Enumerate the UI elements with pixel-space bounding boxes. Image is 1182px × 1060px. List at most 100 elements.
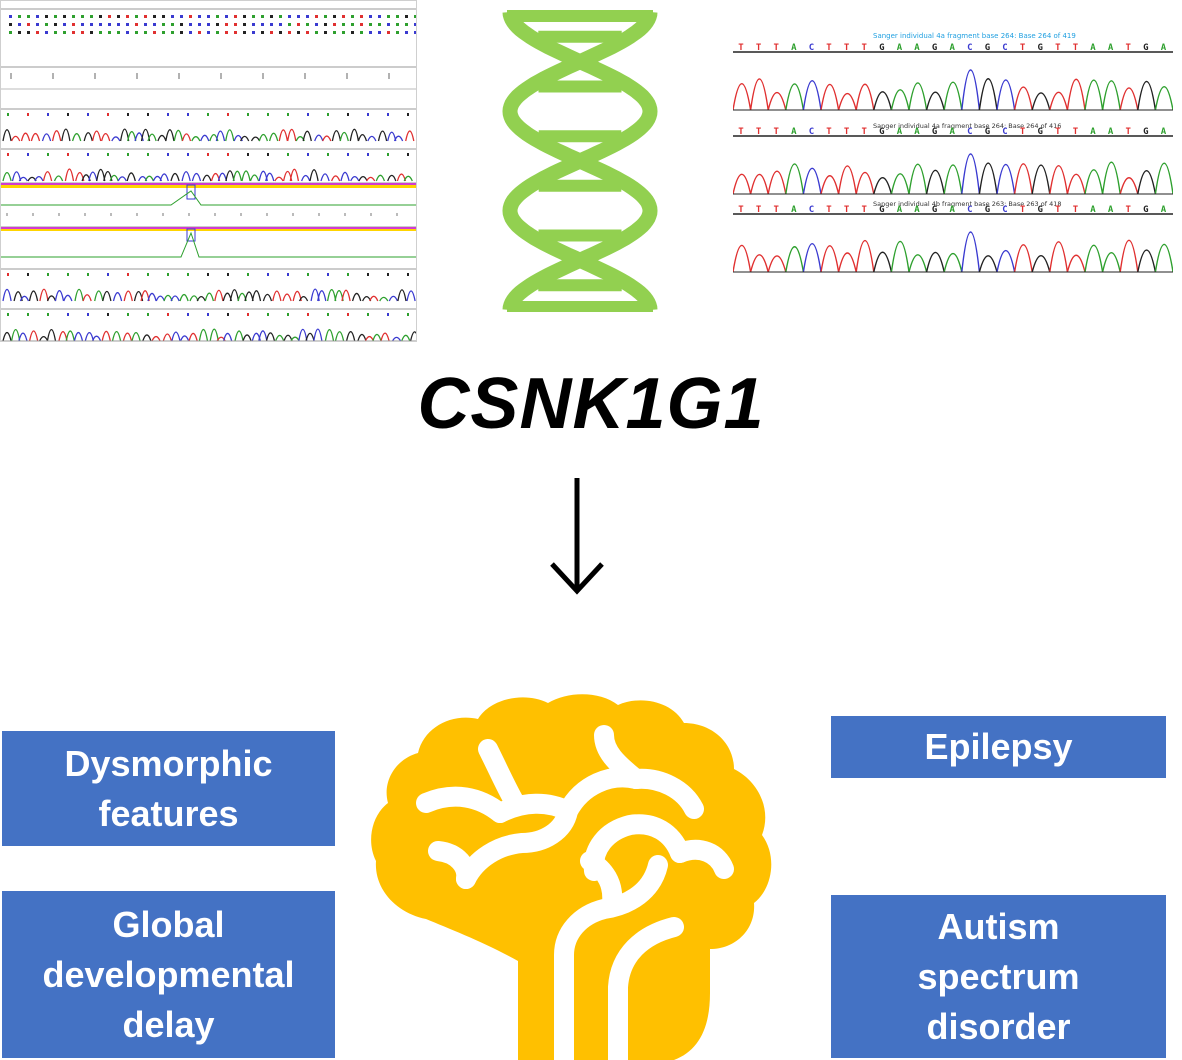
trace-peak <box>225 129 235 142</box>
base-dot <box>315 15 318 18</box>
trace-peak <box>74 288 84 302</box>
base-call: A <box>1090 205 1096 215</box>
trace-peak <box>272 290 282 302</box>
base-call: T <box>1126 205 1132 215</box>
base-call: T <box>738 127 744 137</box>
base-dot <box>127 273 129 276</box>
sanger-peak <box>749 78 769 111</box>
base-dot <box>247 113 249 116</box>
trace-peak <box>388 295 398 302</box>
base-dot <box>162 31 165 34</box>
sanger-peak <box>908 82 928 111</box>
highlight-bar <box>1 227 416 229</box>
sanger-peak <box>802 243 822 273</box>
base-dot <box>315 31 318 34</box>
trace-peak <box>173 129 184 142</box>
trace-peak <box>28 330 39 341</box>
trace-peak <box>65 330 75 341</box>
sanger-peak <box>978 255 998 273</box>
trace-peak <box>84 331 95 341</box>
sanger-peak <box>1101 80 1121 111</box>
base-call: A <box>1108 43 1114 53</box>
base-dot <box>207 153 209 156</box>
base-dot <box>45 31 48 34</box>
base-dot <box>117 23 120 26</box>
sanger-peak <box>749 173 769 195</box>
base-dot <box>369 31 372 34</box>
trace-peak <box>46 328 57 341</box>
base-dot <box>351 31 354 34</box>
trace-peak <box>289 168 300 182</box>
dna-icon <box>502 10 658 312</box>
base-dot <box>347 113 349 116</box>
trace-peak <box>204 292 215 302</box>
trace-peak <box>41 133 52 142</box>
base-dot <box>407 113 409 116</box>
sanger-peak <box>1049 165 1069 195</box>
sanger-traces: Sanger individual 4a fragment base 264: … <box>733 32 1173 273</box>
base-dot <box>126 23 129 26</box>
base-dot <box>227 313 229 316</box>
sanger-peak <box>802 80 822 111</box>
base-dot <box>267 113 269 116</box>
sanger-peak <box>749 254 769 273</box>
sanger-peak <box>767 255 787 273</box>
base-call: T <box>738 43 744 53</box>
base-dot <box>108 15 111 18</box>
sanger-peak <box>1031 164 1051 195</box>
sanger-peak <box>996 79 1016 111</box>
chromatogram-row <box>1 308 416 341</box>
base-call: T <box>756 205 762 215</box>
base-dot <box>387 153 389 156</box>
base-call: T <box>826 205 832 215</box>
sanger-peak <box>961 153 981 195</box>
trace-peak <box>379 296 389 302</box>
trace-peak <box>403 175 413 182</box>
base-call: C <box>809 127 814 137</box>
trace-peak <box>225 170 235 182</box>
trace-peak <box>330 175 341 182</box>
base-dot <box>234 23 237 26</box>
trace-peak <box>350 176 360 182</box>
base-dot <box>27 113 29 116</box>
variant-marker <box>186 228 196 242</box>
base-dot <box>297 31 300 34</box>
base-dot <box>198 23 201 26</box>
trace-peak <box>179 293 189 302</box>
trace-peak <box>317 290 327 302</box>
base-dot <box>261 15 264 18</box>
base-call: G <box>879 127 884 137</box>
sanger-block: Sanger individual 4b fragment base 263: … <box>733 200 1173 273</box>
base-dot <box>227 273 229 276</box>
sanger-peak <box>1119 87 1139 111</box>
trace-peak <box>298 295 309 302</box>
base-dot <box>54 23 57 26</box>
trace-peak <box>28 290 39 302</box>
base-dot <box>387 273 389 276</box>
base-dot <box>187 113 189 116</box>
trace-peak <box>309 169 319 182</box>
variant-marker <box>186 184 196 200</box>
sanger-peak <box>855 172 875 195</box>
base-dot <box>27 23 30 26</box>
base-dot <box>36 15 39 18</box>
base-dot <box>287 273 289 276</box>
base-dot <box>396 31 399 34</box>
sanger-peak <box>820 175 840 195</box>
base-dot <box>45 15 48 18</box>
chromatogram-row <box>1 226 416 258</box>
trace-peak <box>82 294 92 302</box>
base-dot <box>180 15 183 18</box>
base-dot <box>162 15 165 18</box>
base-dot <box>267 153 269 156</box>
trace-peak <box>18 332 28 341</box>
trace-peak <box>232 170 243 182</box>
base-call: T <box>774 205 780 215</box>
base-dot <box>387 15 390 18</box>
trace-peak <box>387 174 397 182</box>
base-dot <box>99 15 102 18</box>
base-dot <box>307 273 309 276</box>
phenotype-box-autism-spectrum-disorder: Autism spectrum disorder <box>831 895 1166 1058</box>
base-call: A <box>1161 205 1167 215</box>
sanger-peak <box>1013 244 1033 273</box>
